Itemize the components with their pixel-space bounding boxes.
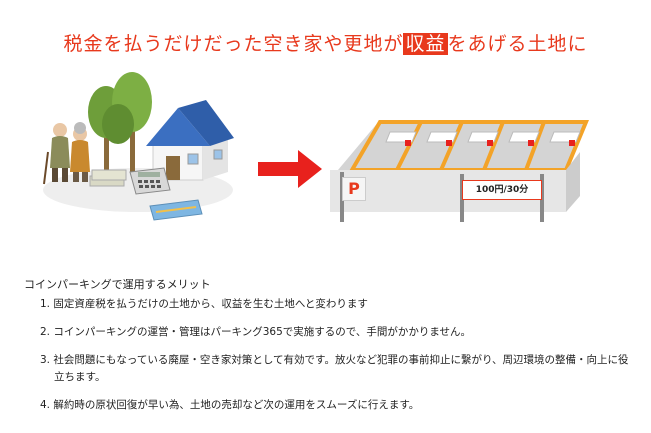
trees-icon (88, 72, 152, 172)
headline: 税金を払うだけだった空き家や更地が収益をあげる土地に (0, 29, 651, 56)
money-icon (89, 169, 127, 187)
merits-list: 1. 固定資産税を払うだけの土地から、収益を生む土地へと変わります 2. コイン… (40, 296, 630, 425)
list-item: 1. 固定資産税を払うだけの土地から、収益を生む土地へと変わります (40, 298, 368, 310)
list-item: 3. 社会問題にもなっている廃屋・空き家対策として有効です。放火など犯罪の事前抑… (40, 354, 629, 383)
house-icon (146, 100, 234, 181)
elderly-couple-icon (43, 122, 90, 185)
coin-parking-illustration: P 100円/30分 (330, 112, 610, 224)
headline-text-before: 税金を払うだけだった空き家や更地が (63, 33, 404, 55)
headline-text-after: をあげる土地に (447, 33, 588, 55)
merits-title: コインパーキングで運用するメリット (24, 278, 211, 291)
list-item: 2. コインパーキングの運営・管理はパーキング365で実施するので、手間がかかり… (40, 326, 472, 338)
parking-sign: P (342, 177, 366, 201)
price-sign: 100円/30分 (462, 180, 542, 200)
list-item: 4. 解約時の原状回復が早い為、土地の売却など次の運用をスムーズに行えます。 (40, 399, 420, 411)
vacant-house-illustration (38, 72, 238, 232)
calculator-icon (129, 167, 171, 195)
arrow-right-icon (258, 150, 322, 188)
headline-highlight: 収益 (403, 33, 448, 55)
bankbook-icon (149, 199, 203, 221)
